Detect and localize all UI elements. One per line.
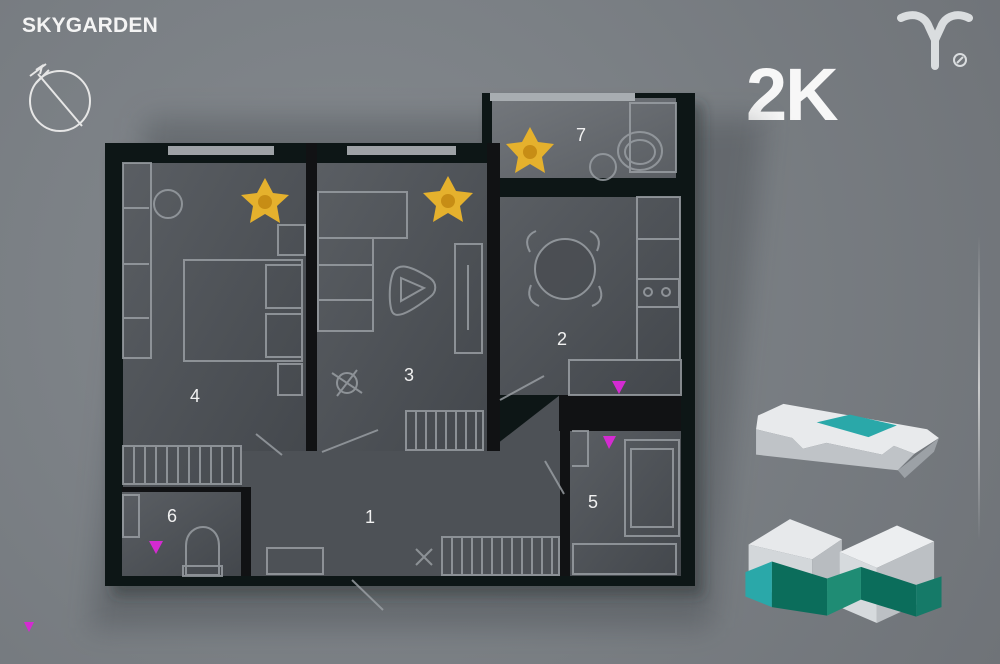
wall-2-5 [559,395,681,431]
room-number-2: 2 [557,329,567,349]
apartment-type-title: 2K [746,53,839,136]
room-2-furniture [526,196,682,396]
pink-marker-icons [149,381,626,554]
brand-name: SKYGARDEN [22,14,158,37]
compass-icon [29,63,91,132]
window-room-3 [347,146,456,155]
legend-divider [978,236,980,540]
y-logo-icon [897,11,973,70]
pink-marker-icon [24,622,34,632]
wall-4-6 [122,487,251,492]
wall-6-1 [241,492,251,576]
window-room-7 [490,93,635,101]
room-6-furniture [122,494,324,577]
room-5-furniture [572,430,680,575]
room-1-floor [242,395,560,576]
bedroom-4-furniture [122,162,306,485]
wall-3-2 [487,143,500,451]
room-number-6: 6 [167,506,177,526]
window-room-4 [168,146,274,155]
building-location-top-icon [756,403,939,479]
bottom-note [24,621,40,632]
room-3-floor [317,163,487,451]
hall-furniture [255,375,565,611]
room-7-furniture [589,102,677,181]
room-6-floor [122,492,241,576]
room-2-floor [500,197,680,395]
building-location-bottom-icon [745,519,942,623]
wall-4-3 [306,143,317,451]
wall-1-5 [560,431,570,576]
room-number-4: 4 [190,386,200,406]
room-number-5: 5 [588,492,598,512]
plant-icons [241,127,554,223]
room-3-furniture [317,191,484,451]
room-number-7: 7 [576,125,586,145]
room-number-3: 3 [404,365,414,385]
room-number-1: 1 [365,507,375,527]
